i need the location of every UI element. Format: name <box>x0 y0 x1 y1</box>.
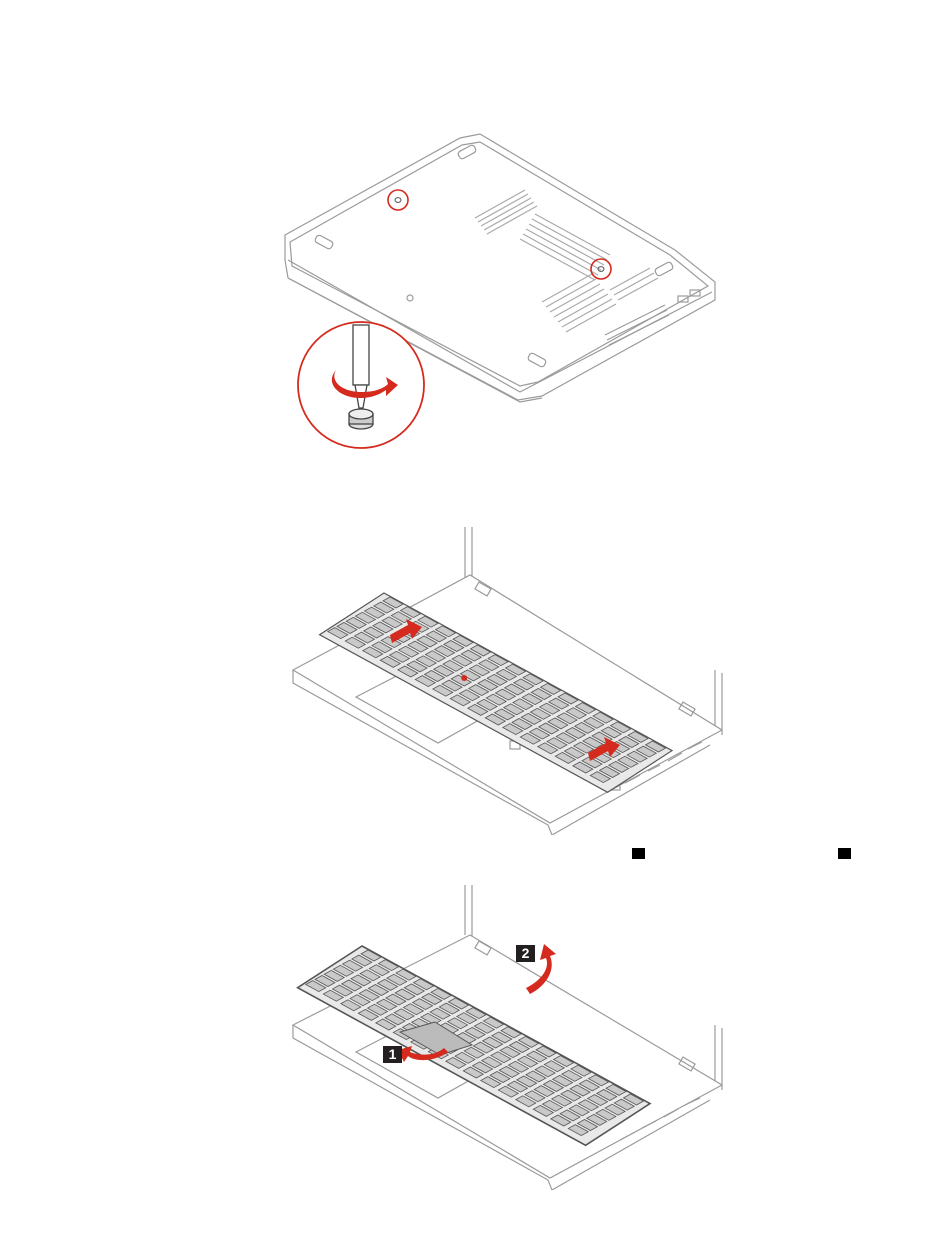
figure-keyboard-lift <box>290 880 740 1190</box>
step-marker-b <box>838 848 851 859</box>
figure-bottom-cover <box>280 130 730 460</box>
step-marker-a <box>632 848 645 859</box>
callout-step-1: 1 <box>383 1046 402 1063</box>
callout-step-2: 2 <box>516 945 535 962</box>
figure-keyboard-slide <box>290 525 740 835</box>
